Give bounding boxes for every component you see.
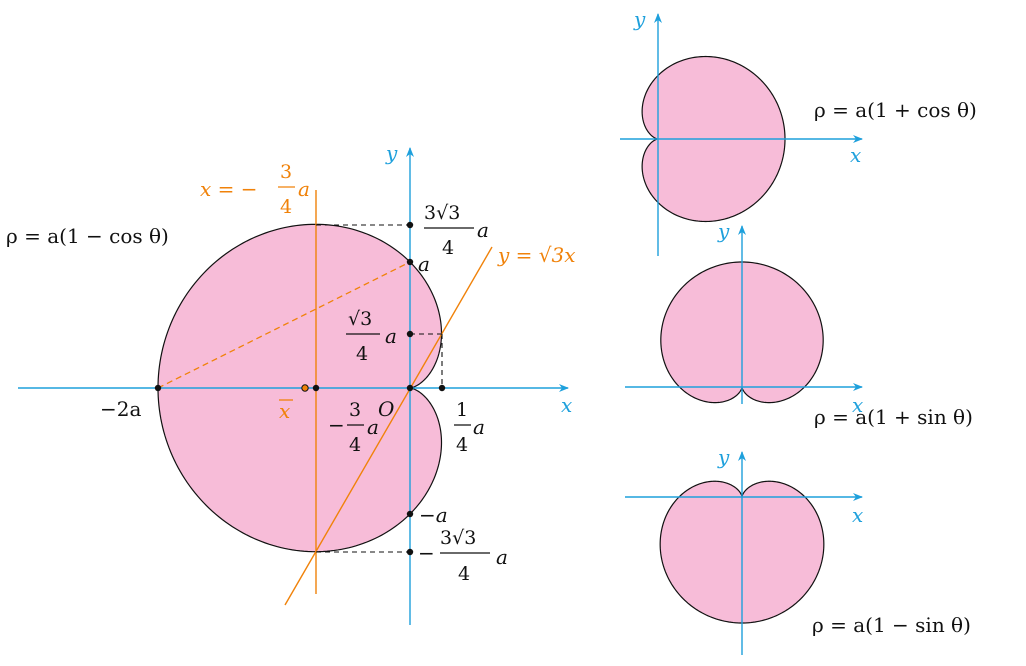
line-y-sqrt3-x [284, 246, 493, 606]
centroid-point [301, 384, 309, 392]
svg-text:3: 3 [349, 399, 361, 421]
svg-text:a: a [496, 545, 508, 569]
svg-text:1: 1 [456, 399, 468, 421]
label-3-sqrt3-4-a: 3√3 4 a [424, 202, 489, 259]
svg-text:a: a [367, 415, 379, 439]
label-neg-3-sqrt3-4-a: − 3√3 4 a [418, 527, 508, 585]
svg-text:4: 4 [456, 434, 468, 456]
dashed-helpers [316, 224, 443, 553]
svg-text:a: a [298, 177, 310, 201]
panel3-label: ρ = a(1 − sin θ) [812, 613, 971, 637]
main-y-label: y [385, 141, 398, 165]
svg-text:3√3: 3√3 [424, 202, 460, 224]
svg-text:a: a [477, 218, 489, 242]
origin-label: O [378, 397, 394, 421]
panel2-label: ρ = a(1 + sin θ) [814, 405, 973, 429]
svg-text:3√3: 3√3 [440, 527, 476, 549]
svg-text:−: − [328, 413, 345, 437]
marked-points [154, 221, 446, 556]
panel3-x-label: x [852, 503, 863, 527]
panel1-y-label: y [633, 7, 646, 31]
panel2-x-label: x [852, 393, 863, 417]
panel1-label: ρ = a(1 + cos θ) [814, 98, 977, 122]
svg-text:a: a [385, 324, 397, 348]
main-x-label: x [561, 393, 572, 417]
svg-text:a: a [473, 415, 485, 439]
svg-text:−: − [418, 541, 435, 565]
neg-a-label: −a [419, 503, 448, 527]
label-neg-3-4-a: − 3 4 a [328, 399, 379, 456]
xbar-label: x [279, 399, 290, 423]
dashed-chord [157, 261, 411, 389]
label-1-4-a: 1 4 a [454, 399, 485, 456]
svg-text:4: 4 [280, 196, 292, 218]
main-curve-label: ρ = a(1 − cos θ) [6, 224, 169, 248]
neg-2a-label: −2a [100, 397, 141, 421]
svg-text:4: 4 [349, 434, 361, 456]
panel1-x-label: x [850, 143, 861, 167]
svg-text:√3: √3 [348, 308, 372, 330]
svg-text:3: 3 [280, 161, 292, 183]
svg-text:4: 4 [458, 563, 470, 585]
label-line-x-neg-3-4-a: x = − 3 4 a [200, 161, 310, 218]
svg-text:x = −: x = − [200, 177, 258, 201]
label-sqrt3-4-a: √3 4 a [346, 308, 397, 365]
panel3-y-label: y [717, 445, 730, 469]
panel2-y-label: y [717, 219, 730, 243]
label-line-y-sqrt3-x: y = √3x [497, 243, 576, 267]
svg-text:4: 4 [356, 343, 368, 365]
svg-text:4: 4 [442, 237, 454, 259]
a-label: a [418, 252, 430, 276]
